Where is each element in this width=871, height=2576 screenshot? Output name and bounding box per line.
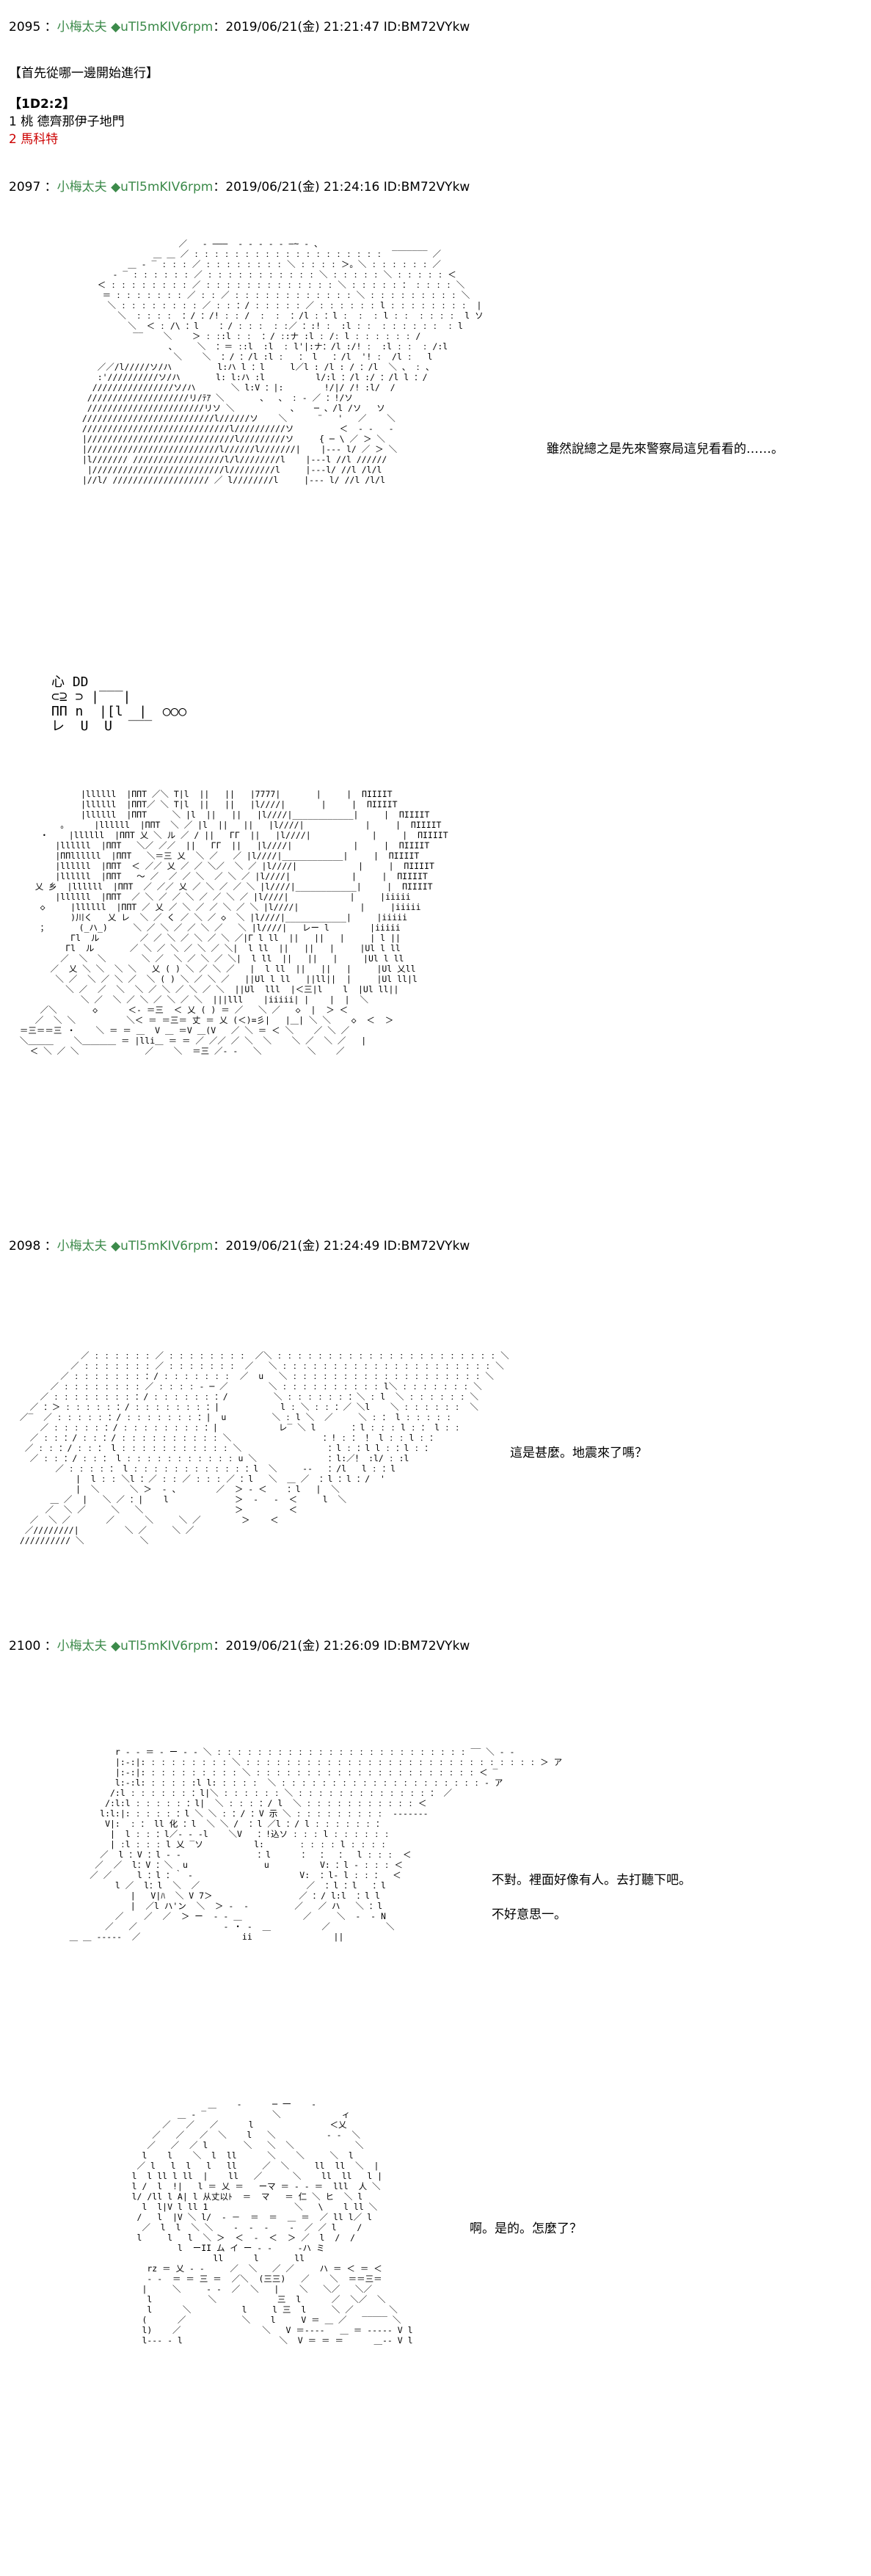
post-body: 【首先從哪一邊開始進行】 【1D2:2】 1 桃 德齊那伊子地門 2 馬科特 [9, 65, 158, 148]
ascii-art-character-3: r ‐ ‐ ＝ ‐ ー ‐ ‐ ＼ ː ː ː ː ː ː ː ː ː ː ː … [69, 1747, 563, 1942]
post-header: 2097 ：小梅太夫 ◆uTl5mKIV6rpm：2019/06/21(金) 2… [9, 180, 470, 194]
poster-trip: ◆uTl5mKIV6rpm [111, 1639, 214, 1653]
ascii-art-police-station: |llllll |ΠΠT ／＼ T|l || || |7777| | | ΠII… [19, 789, 448, 1056]
dialog-line: 這是甚麼。地震來了嗎？ [510, 1446, 647, 1460]
poster-name[interactable]: 小梅太夫 [57, 20, 107, 34]
poster-name[interactable]: 小梅太夫 [57, 1239, 107, 1254]
post-header: 2095 ：小梅太夫 ◆uTl5mKIV6rpm：2019/06/21(金) 2… [9, 20, 470, 34]
poster-name[interactable]: 小梅太夫 [57, 1639, 107, 1653]
poster-name[interactable]: 小梅太夫 [57, 180, 107, 194]
post-datetime-id: ：2019/06/21(金) 21:24:49 ID:BM72VYkw [213, 1239, 470, 1254]
dialog-line: 不對。裡面好像有人。去打聽下吧。 [492, 1873, 691, 1888]
post-line-heading: 【首先從哪一邊開始進行】 [9, 66, 158, 81]
dialog-line: 啊。是的。怎麼了？ [470, 2222, 582, 2236]
post-header: 2100 ：小梅太夫 ◆uTl5mKIV6rpm：2019/06/21(金) 2… [9, 1639, 470, 1653]
post-number: 2098 [9, 1239, 41, 1254]
post-datetime-id: ：2019/06/21(金) 21:24:16 ID:BM72VYkw [213, 180, 470, 194]
ascii-art-character-1: ／ ‐ ――― ‐ ‐ ‐ ‐ ‐ ―~ ‐ 、 ＿ ＿ ／ ː ː ː ː ː… [81, 239, 484, 485]
poster-trip: ◆uTl5mKIV6rpm [111, 1239, 214, 1254]
poster-trip: ◆uTl5mKIV6rpm [111, 20, 214, 34]
sound-effect-text: 心 DD ⊂⊇ ⊃ |‾‾‾| ΠΠ n |[l | ○○○ レ U U ‾‾‾ [51, 674, 187, 734]
post-header: 2098 ：小梅太夫 ◆uTl5mKIV6rpm：2019/06/21(金) 2… [9, 1239, 470, 1254]
post-datetime-id: ：2019/06/21(金) 21:26:09 ID:BM72VYkw [213, 1639, 470, 1653]
post-line-option-2: 2 馬科特 [9, 132, 59, 147]
post-number: 2097 [9, 180, 41, 194]
ascii-art-character-2: ／ ː ː ː ː ː ː ／ ː ː ː ː ː ː ː ː ／＼ ː ː ː… [19, 1350, 509, 1546]
post-datetime-id: ：2019/06/21(金) 21:21:47 ID:BM72VYkw [213, 20, 470, 34]
poster-trip: ◆uTl5mKIV6rpm [111, 180, 214, 194]
post-line-option-1: 1 桃 德齊那伊子地門 [9, 114, 125, 129]
post-line-dice: 【1D2:2】 [9, 97, 76, 112]
dialog-line: 不好意思一。 [492, 1907, 566, 1922]
post-number: 2100 [9, 1639, 41, 1653]
dialog-line: 雖然說總之是先來警察局這兒看看的……。 [547, 442, 784, 456]
post-number: 2095 [9, 20, 41, 34]
ascii-art-character-4: ＿ ‐ ─ 一 ‐ ＿ ‐ ‾ ＼ ィ ／ ／ ／ l ＜乂 ／ ／ ／ ＼ l… [131, 2099, 413, 2346]
